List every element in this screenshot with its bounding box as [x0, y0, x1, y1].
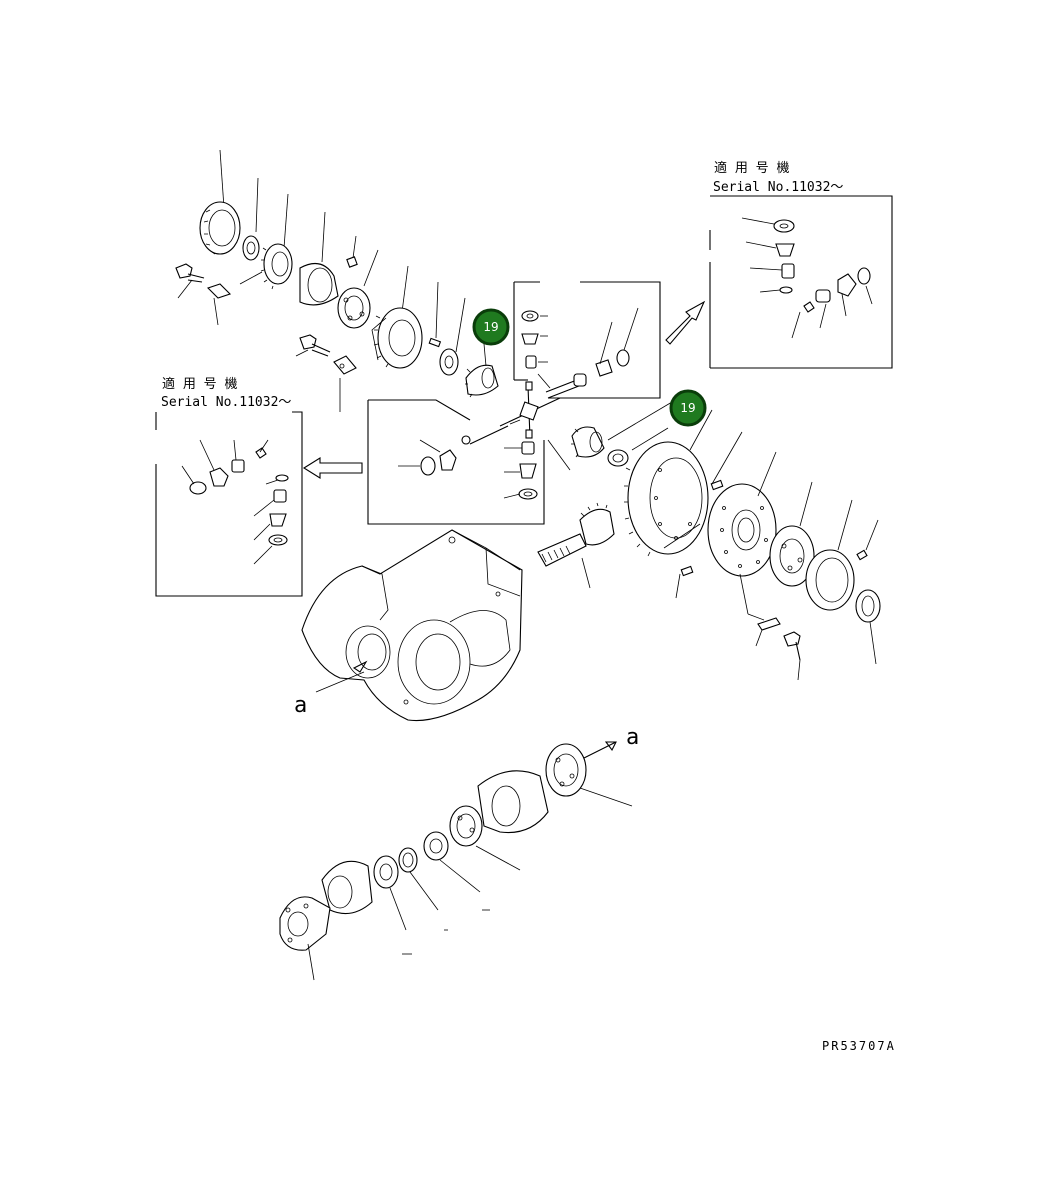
differential-inset-top — [513, 281, 661, 399]
callout-19-top-label: 19 — [483, 320, 498, 334]
inset-right-title: 適 用 号 機 — [714, 160, 789, 176]
input-shaft-group: a — [279, 725, 639, 981]
crown-gear-assembly — [537, 401, 881, 681]
serial-inset-right: 適 用 号 機 Serial No.11032～ — [665, 160, 893, 369]
inset-left-title: 適 用 号 機 — [162, 376, 237, 392]
callout-19-right[interactable]: 19 — [669, 389, 707, 427]
input-view-marker: a — [626, 725, 639, 750]
inset-left-serial: Serial No.11032～ — [161, 395, 291, 410]
callout-19-right-label: 19 — [680, 401, 695, 415]
differential-inset-center — [367, 381, 571, 525]
upper-gear-assembly — [175, 149, 466, 412]
serial-inset-left: 適 用 号 機 Serial No.11032～ — [155, 376, 363, 597]
inset-right-serial: Serial No.11032～ — [713, 180, 843, 195]
side-gear-top — [465, 343, 499, 398]
housing-view-marker: a — [294, 693, 307, 718]
differential-housing: a — [294, 529, 523, 722]
callout-19-top[interactable]: 19 — [472, 308, 510, 346]
drawing-number: PR53707A — [822, 1039, 896, 1053]
